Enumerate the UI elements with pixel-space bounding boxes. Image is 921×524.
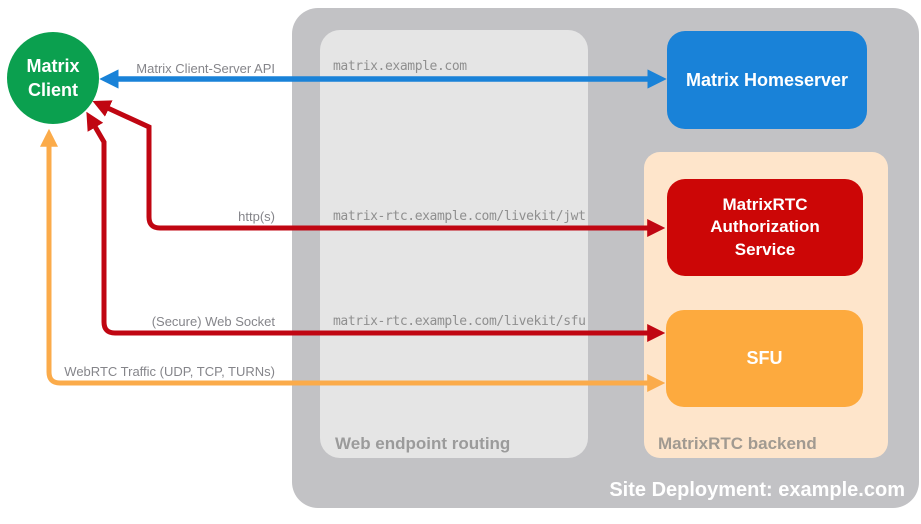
matrixrtc-auth-service-label: MatrixRTC Authorization Service [710, 195, 820, 259]
webrtc-traffic-arrow-label: WebRTC Traffic (UDP, TCP, TURNs) [64, 364, 275, 379]
endpoint-url-livekit-jwt: matrix-rtc.example.com/livekit/jwt [333, 209, 586, 224]
site-deployment-label: Site Deployment: example.com [609, 479, 905, 501]
web-socket-arrow-label: (Secure) Web Socket [151, 314, 275, 329]
web-endpoint-routing-container [320, 30, 588, 458]
matrix-client-label: Matrix Client [26, 55, 80, 100]
https-arrow-label: http(s) [238, 209, 275, 224]
endpoint-url-homeserver: matrix.example.com [333, 59, 467, 74]
matrix-homeserver-node: Matrix Homeserver [667, 31, 867, 129]
client-server-api-arrow-label: Matrix Client-Server API [136, 61, 275, 76]
matrixrtc-auth-service-node: MatrixRTC Authorization Service [667, 179, 863, 276]
matrix-client-node: Matrix Client [7, 32, 99, 124]
matrixrtc-backend-label: MatrixRTC backend [658, 434, 817, 453]
sfu-label: SFU [746, 348, 783, 368]
endpoint-url-livekit-sfu: matrix-rtc.example.com/livekit/sfu [333, 314, 586, 329]
matrix-homeserver-label: Matrix Homeserver [685, 69, 849, 90]
sfu-node: SFU [666, 310, 863, 407]
web-endpoint-routing-label: Web endpoint routing [335, 434, 511, 453]
